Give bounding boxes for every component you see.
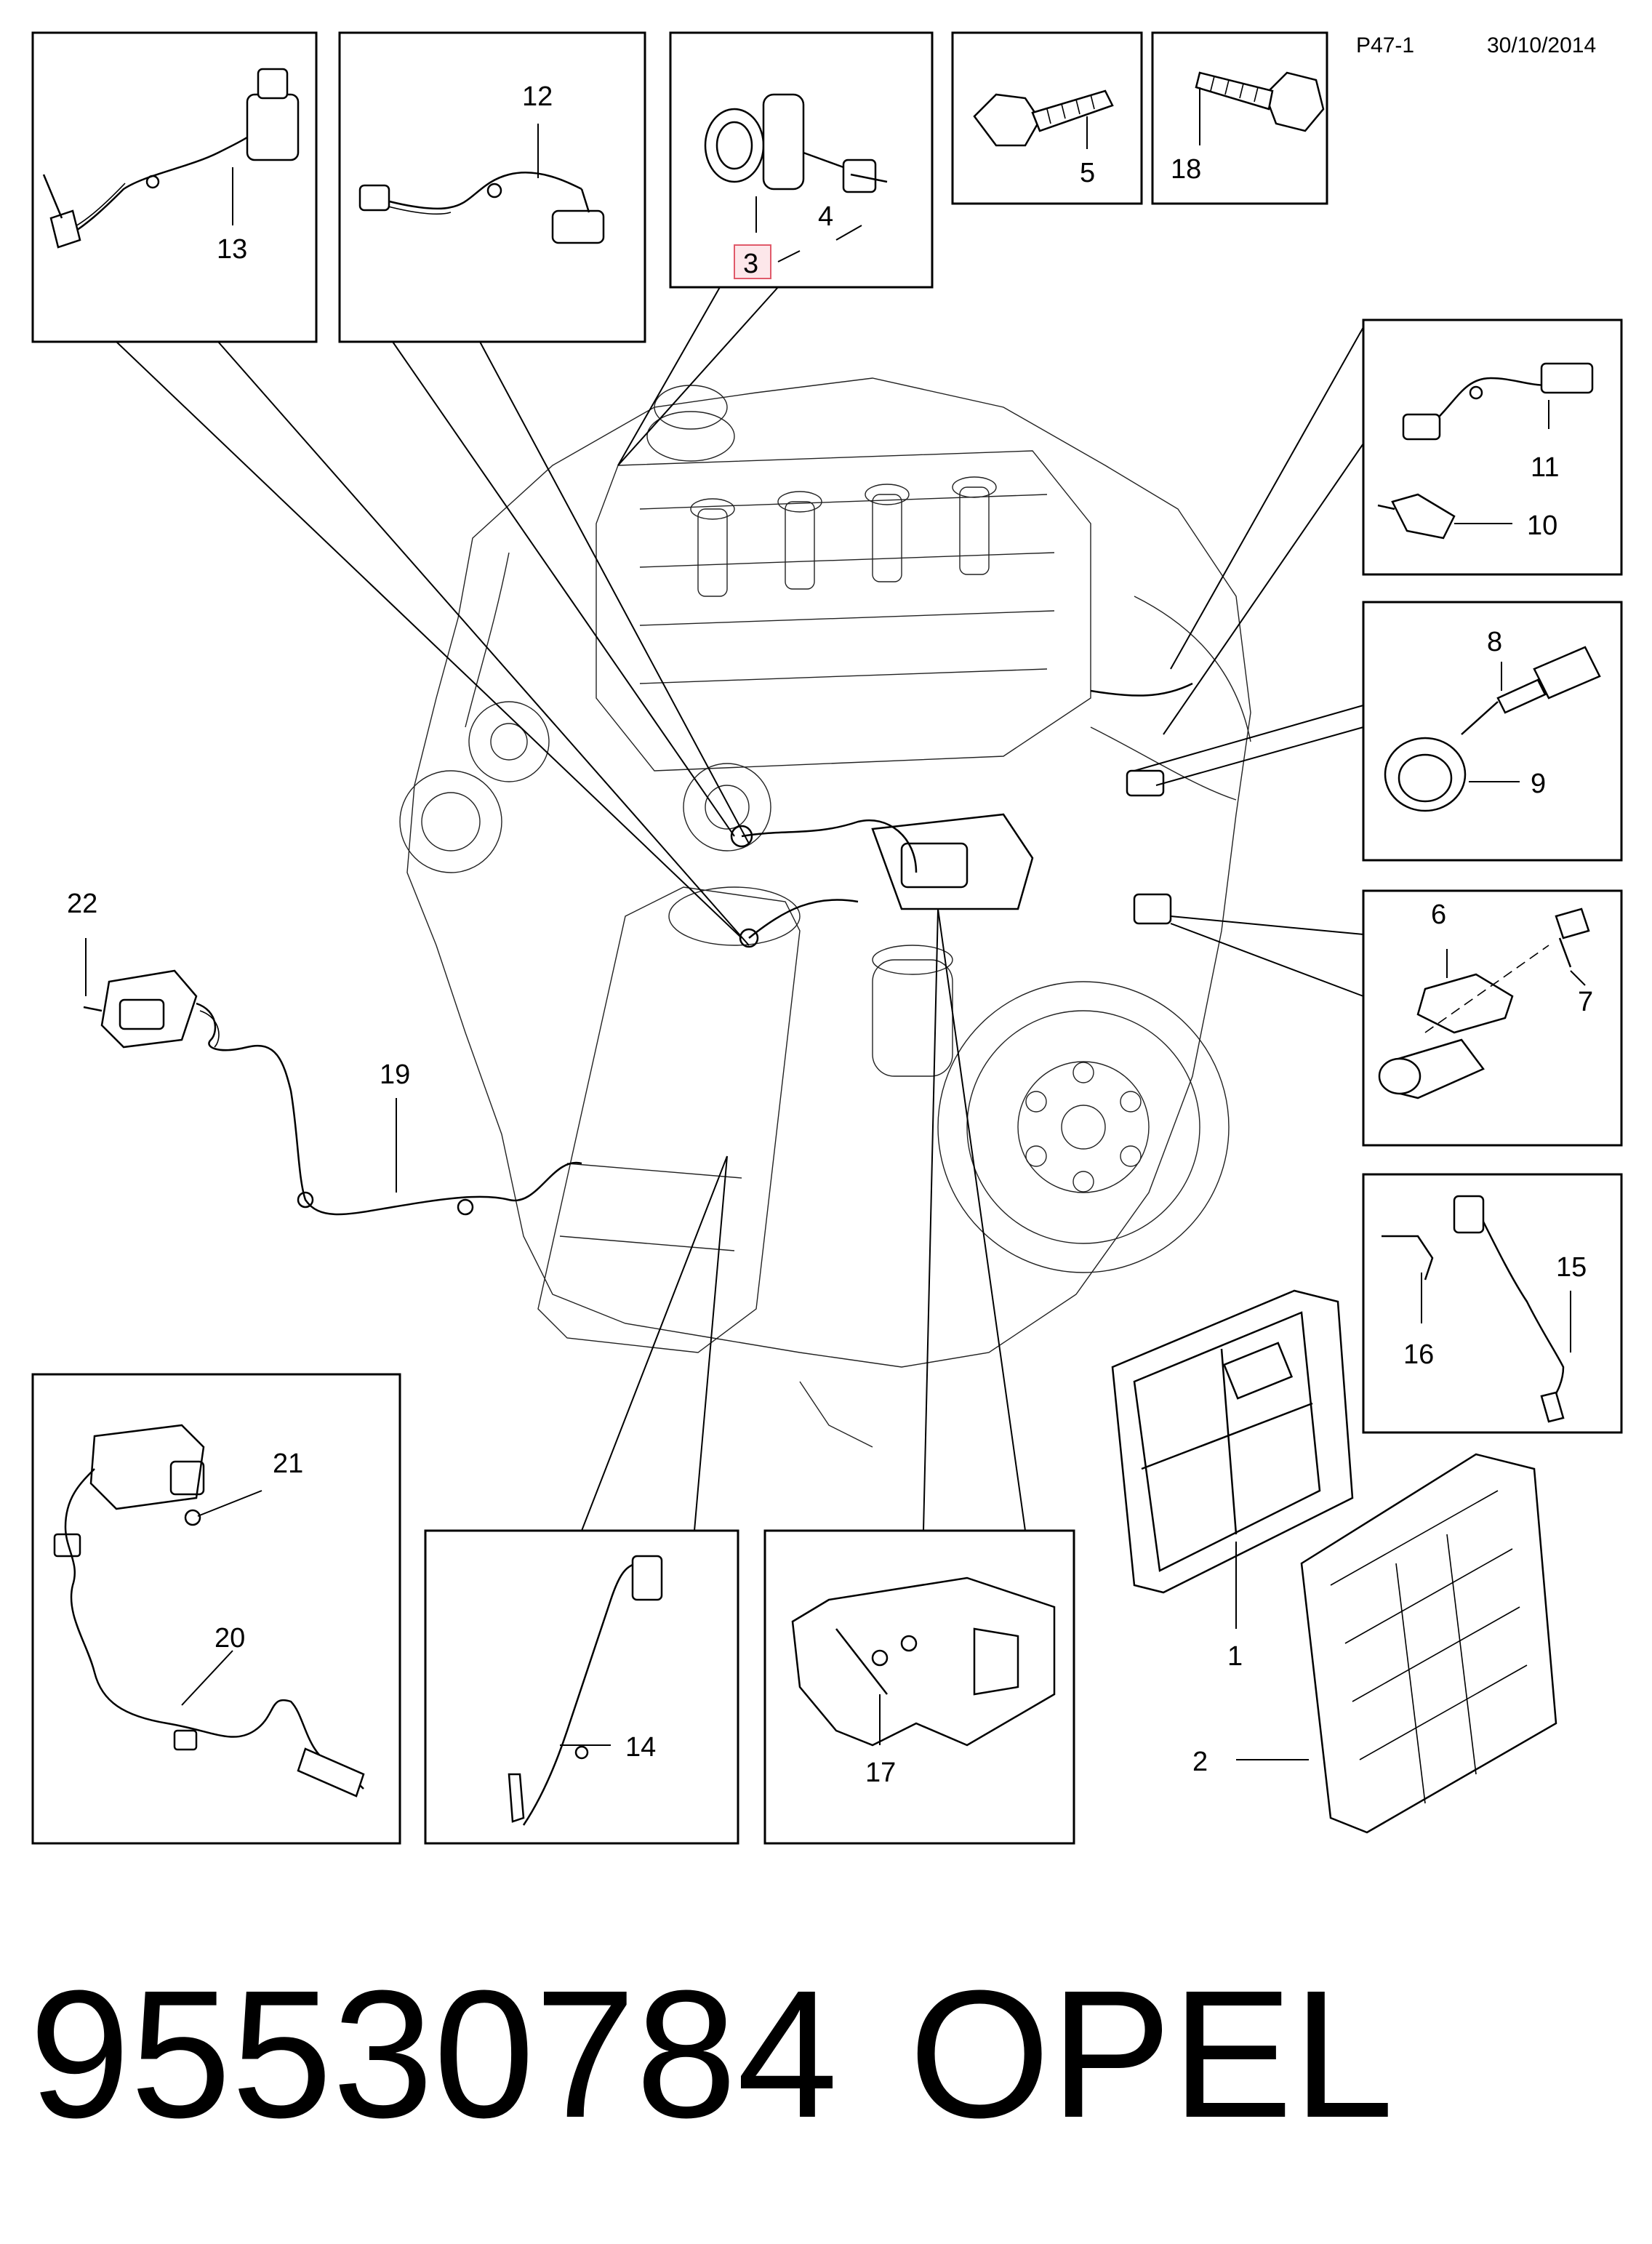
callout-16: 16 (1403, 1339, 1434, 1370)
callout-19: 19 (380, 1059, 410, 1090)
callout-14: 14 (625, 1732, 656, 1763)
callout-6: 6 (1431, 899, 1446, 930)
callout-3-highlight (734, 244, 771, 279)
callout-15: 15 (1556, 1252, 1587, 1283)
detail-box-12: 12 (338, 31, 646, 343)
detail-box-17: 17 (763, 1529, 1075, 1845)
detail-box-20-21: 21 20 (31, 1373, 401, 1845)
callout-13: 13 (217, 234, 247, 265)
callout-8: 8 (1487, 627, 1502, 657)
injectors (690, 476, 997, 597)
callout-17: 17 (865, 1758, 896, 1788)
callout-5: 5 (1080, 158, 1095, 188)
callout-10: 10 (1527, 510, 1557, 541)
detail-box-6-7: 6 7 (1362, 889, 1623, 1147)
detail-box-14: 14 (424, 1529, 739, 1845)
detail-box-13: 13 (31, 31, 318, 343)
callout-3: 3 (743, 249, 758, 279)
ecu-cover: 2 (1192, 1453, 1557, 1834)
callout-18: 18 (1171, 154, 1201, 185)
detail-box-8-9: 8 9 (1362, 601, 1623, 862)
page-code: P47-1 (1356, 33, 1414, 57)
detail-box-15-16: 16 15 (1362, 1173, 1623, 1434)
callout-7: 7 (1578, 987, 1593, 1017)
detail-box-10-11: 11 10 (1362, 318, 1623, 576)
engine-assembly-drawing (399, 377, 1251, 1448)
detail-box-3-4: 4 3 (669, 31, 934, 289)
detail-box-18: 18 (1151, 31, 1328, 205)
callout-11: 11 (1531, 452, 1559, 483)
brand-name: OPEL (909, 1952, 1394, 2155)
callout-12: 12 (522, 81, 553, 112)
callout-20: 20 (214, 1623, 245, 1654)
callout-9: 9 (1531, 769, 1546, 799)
detail-box-5: 5 (951, 31, 1143, 205)
ecu-module: 1 (1111, 1289, 1354, 1672)
callout-2: 2 (1192, 1747, 1208, 1777)
sensor-harness-19-22: 22 19 (67, 889, 582, 1216)
callout-22: 22 (67, 889, 97, 919)
callout-1: 1 (1227, 1641, 1243, 1672)
part-number: 95530784 (29, 1952, 838, 2155)
leader-lines (116, 286, 1364, 1531)
callout-4: 4 (818, 201, 833, 232)
diagram-date: 30/10/2014 (1487, 33, 1596, 57)
callout-21: 21 (273, 1448, 303, 1479)
